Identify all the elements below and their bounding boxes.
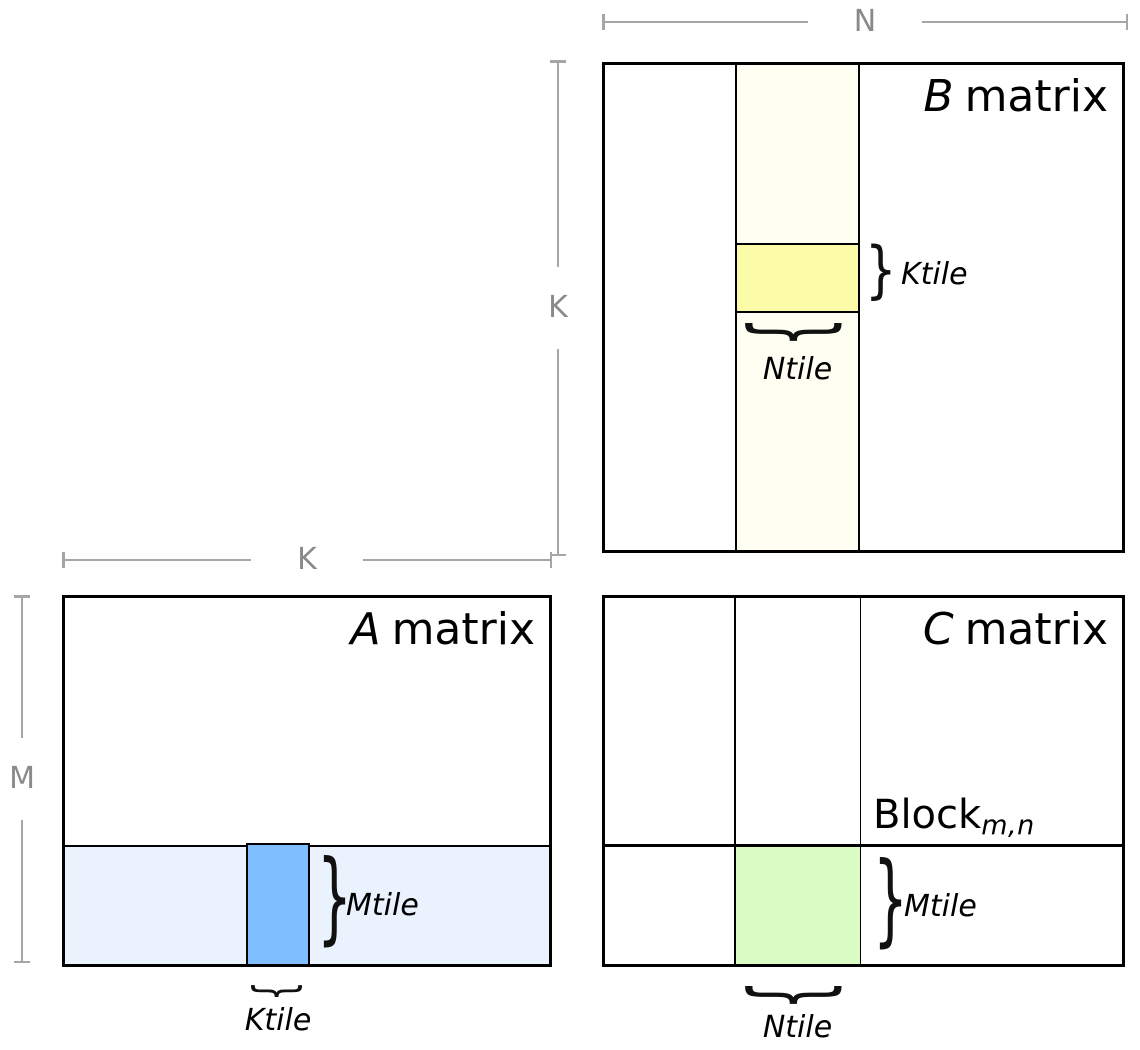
dimension-line-segment xyxy=(604,21,808,23)
dimension-line-k-horizontal: K xyxy=(62,545,552,575)
dimension-line-k-vertical: K xyxy=(548,60,568,556)
dimension-line-segment xyxy=(557,349,559,554)
a-mtile-ktile-tile xyxy=(246,843,310,964)
dimension-line-segment xyxy=(64,559,252,561)
b-matrix-word: matrix xyxy=(964,71,1108,122)
mtile-brace: } xyxy=(317,838,352,955)
dimension-line-segment xyxy=(21,597,23,738)
tick-bottom xyxy=(14,960,30,963)
tick-left xyxy=(62,552,65,568)
dimension-line-segment xyxy=(362,559,550,561)
dimension-line-segment xyxy=(21,820,23,961)
tick-left xyxy=(602,14,605,30)
dimension-line-segment xyxy=(922,21,1126,23)
c-ntile-label: Ntile xyxy=(762,1010,833,1045)
ntile-underbrace: } xyxy=(736,317,859,347)
block-word: Block xyxy=(873,792,982,838)
b-ktile-label: Ktile xyxy=(901,257,968,292)
c-mtile-ntile-tile xyxy=(734,845,861,964)
c-matrix-word: matrix xyxy=(964,604,1108,655)
a-matrix-letter: A xyxy=(350,604,381,655)
ktile-underbrace: } xyxy=(246,981,311,1001)
ktile-brace: } xyxy=(865,233,897,306)
dimension-label-n: N xyxy=(853,4,877,39)
tick-bottom xyxy=(550,553,566,556)
block-mn-label: Blockm,n xyxy=(873,792,1035,841)
c-column-line-left xyxy=(734,598,736,964)
c-row-line xyxy=(605,844,1122,847)
c-column-line-right xyxy=(859,598,861,964)
tick-top xyxy=(550,60,566,63)
ntile-underbrace: } xyxy=(736,980,859,1010)
mtile-brace: } xyxy=(873,840,908,957)
c-mtile-label: Mtile xyxy=(904,889,977,924)
tick-right xyxy=(549,552,552,568)
b-matrix-letter: B xyxy=(923,71,954,122)
dimension-line-n: N xyxy=(602,7,1129,37)
b-ntile-label: Ntile xyxy=(762,352,833,387)
b-ktile-ntile-tile xyxy=(735,243,860,313)
tick-top xyxy=(14,595,30,598)
dimension-label-k: K xyxy=(297,542,317,577)
dimension-line-segment xyxy=(557,62,559,267)
dimension-label-m: M xyxy=(9,761,35,796)
a-ktile-label: Ktile xyxy=(244,1003,312,1038)
tick-right xyxy=(1125,14,1129,30)
c-matrix-letter: C xyxy=(922,604,954,655)
block-subscript: m,n xyxy=(981,809,1035,841)
a-matrix-word: matrix xyxy=(391,604,535,655)
dimension-label-k: K xyxy=(548,290,568,325)
a-mtile-label: Mtile xyxy=(346,888,419,923)
dimension-line-m: M xyxy=(9,595,35,963)
